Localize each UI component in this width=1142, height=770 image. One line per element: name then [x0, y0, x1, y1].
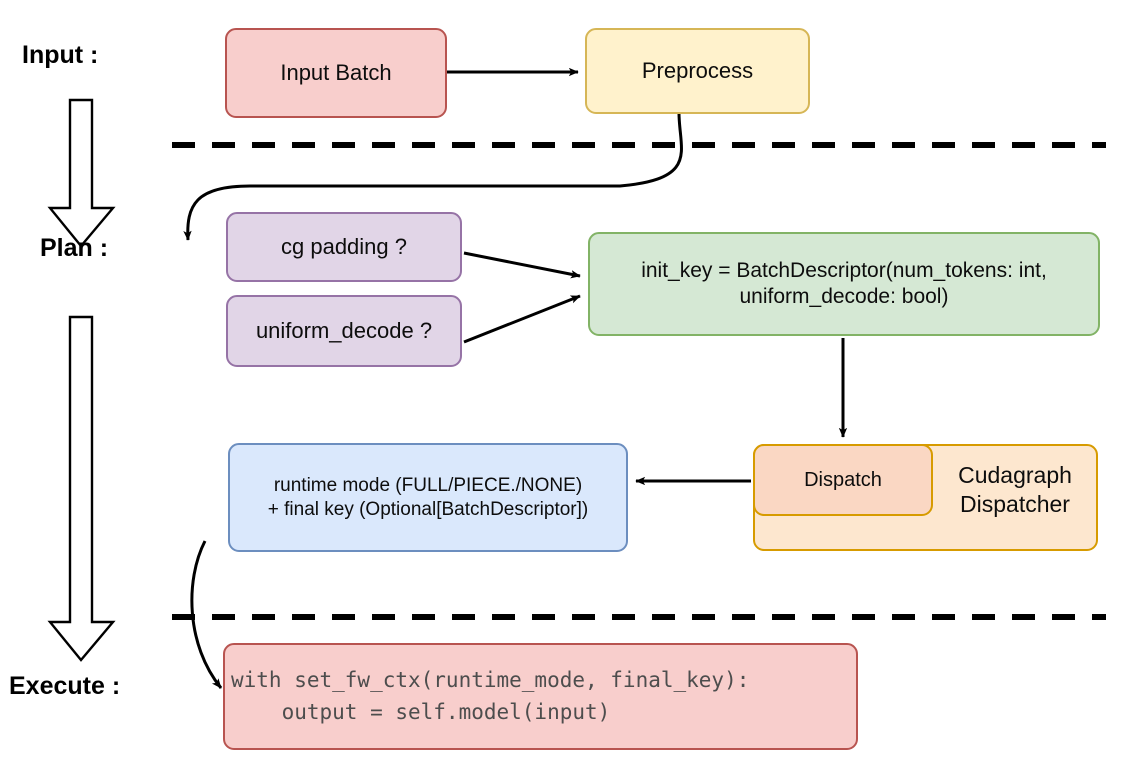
node-preprocess-label: Preprocess [641, 57, 754, 83]
node-dispatch-label: Dispatch [804, 468, 882, 491]
node-execute-code-text: with set_fw_ctx(runtime_mode, final_key)… [231, 668, 750, 724]
stage-label-plan: Plan : [40, 234, 109, 262]
plan-to-execute-big-arrow [47, 315, 116, 662]
node-preprocess[interactable]: Preprocess [585, 28, 810, 114]
input-to-plan-big-arrow [47, 98, 116, 248]
node-dispatch[interactable]: Dispatch [753, 444, 933, 516]
node-input-batch[interactable]: Input Batch [225, 28, 447, 118]
runtime-mode-to-execute [190, 540, 223, 689]
cg-padding-to-init-key [463, 251, 581, 279]
node-cg-padding-label: cg padding ? [281, 233, 407, 259]
node-uniform-decode-label: uniform_decode ? [255, 317, 433, 343]
node-init-key[interactable]: init_key = BatchDescriptor(num_tokens: i… [588, 232, 1100, 336]
stage-label-execute: Execute : [9, 672, 121, 700]
node-execute-code[interactable]: with set_fw_ctx(runtime_mode, final_key)… [223, 643, 858, 750]
node-runtime-mode-label: runtime mode (FULL/PIECE./NONE) + final … [267, 475, 589, 520]
node-runtime-mode[interactable]: runtime mode (FULL/PIECE./NONE) + final … [228, 443, 628, 552]
node-init-key-label: init_key = BatchDescriptor(num_tokens: i… [641, 259, 1047, 308]
node-uniform-decode[interactable]: uniform_decode ? [226, 295, 462, 367]
node-cudagraph-dispatcher-label: Cudagraph Dispatcher [958, 462, 1072, 517]
stage-label-input: Input : [22, 41, 99, 69]
uniform-decode-to-init-key [463, 294, 581, 344]
node-cg-padding[interactable]: cg padding ? [226, 212, 462, 282]
node-input-batch-label: Input Batch [280, 59, 392, 85]
